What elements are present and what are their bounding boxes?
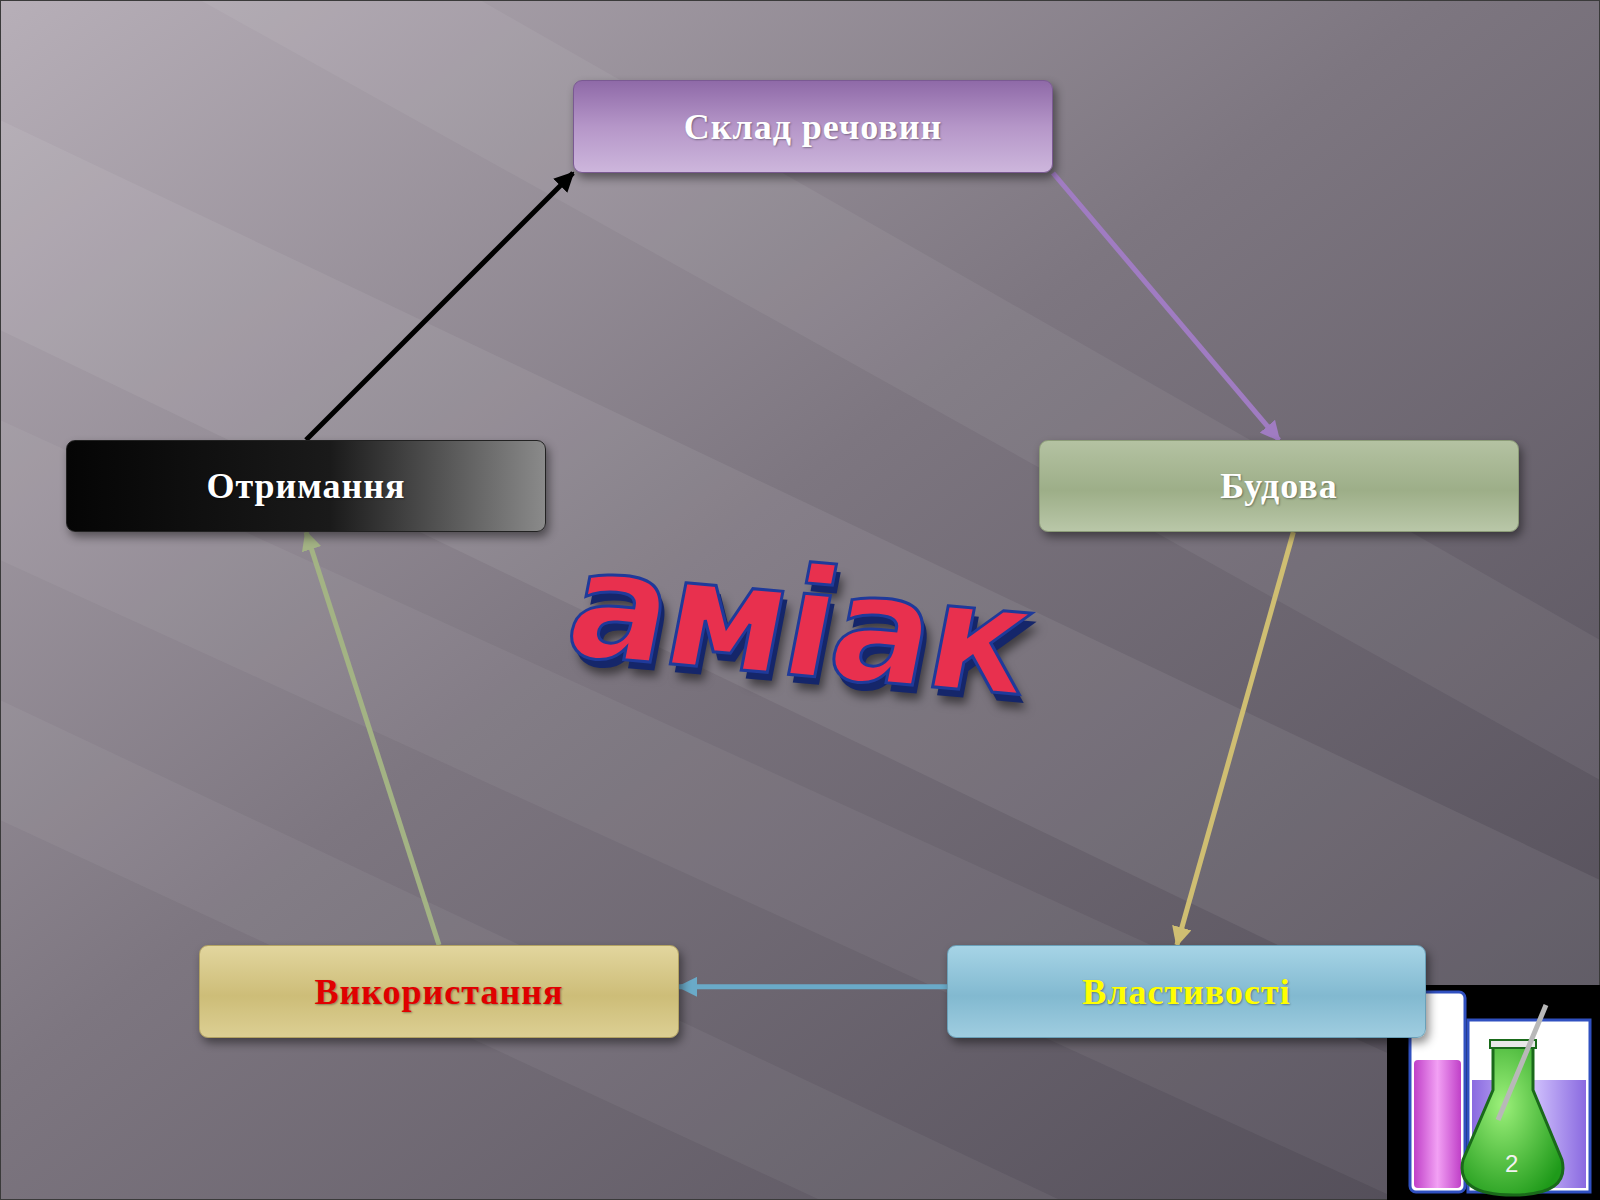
composition-box: Склад речовин: [573, 80, 1053, 173]
topic-word: аміак: [556, 529, 1041, 717]
page-number: 2: [1505, 1150, 1518, 1178]
properties-box: Властивості: [947, 945, 1426, 1038]
usage-box: Використання: [199, 945, 679, 1038]
cycle-arrow: [306, 532, 439, 945]
cycle-arrow: [1177, 532, 1293, 945]
cycle-arrow: [679, 984, 947, 989]
box-label: Використання: [315, 971, 564, 1013]
cycle-arrow: [1053, 173, 1279, 440]
production-box: Отримання: [66, 440, 546, 532]
structure-box: Будова: [1039, 440, 1519, 532]
box-label: Отримання: [206, 465, 405, 507]
box-label: Склад речовин: [684, 106, 943, 148]
box-label: Властивості: [1082, 971, 1290, 1013]
box-label: Будова: [1220, 465, 1337, 507]
cycle-arrow: [306, 173, 573, 440]
